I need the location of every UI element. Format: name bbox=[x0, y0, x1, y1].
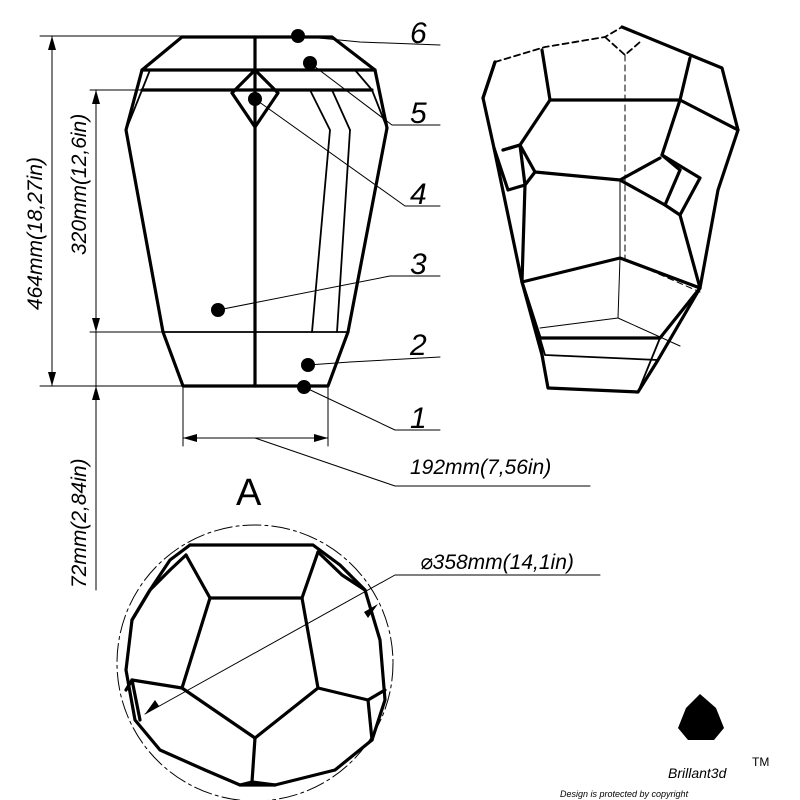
callout-label-3: 3 bbox=[410, 248, 427, 281]
callout-label-6: 6 bbox=[410, 17, 427, 50]
dimension-total-height: 464mm(18,27in) bbox=[24, 157, 47, 310]
callout-label-4: 4 bbox=[410, 178, 427, 211]
dimension-base-height: 72mm(2,84in) bbox=[68, 458, 91, 588]
view-a-label: A bbox=[236, 472, 262, 514]
dimension-diameter: ⌀358mm(14,1in) bbox=[420, 551, 574, 574]
callout-dots bbox=[211, 29, 317, 394]
isometric-view bbox=[481, 25, 740, 394]
dimension-base-width: 192mm(7,56in) bbox=[410, 456, 551, 479]
front-view bbox=[124, 35, 389, 388]
leader-lines bbox=[217, 35, 441, 431]
callout-label-2: 2 bbox=[409, 329, 427, 362]
callout-label-1: 1 bbox=[410, 402, 427, 435]
brand-logo bbox=[678, 694, 724, 740]
dimension-lines bbox=[39, 35, 601, 715]
callout-label-5: 5 bbox=[410, 97, 427, 130]
trademark-symbol: TM bbox=[752, 755, 769, 769]
dimension-body-height: 320mm(12,6in) bbox=[68, 114, 91, 255]
view-a bbox=[116, 524, 394, 800]
brand-name: Brillant3d bbox=[668, 765, 728, 781]
copyright-note: Design is protected by copyright bbox=[560, 789, 689, 799]
diamond-logo-icon bbox=[678, 694, 724, 740]
